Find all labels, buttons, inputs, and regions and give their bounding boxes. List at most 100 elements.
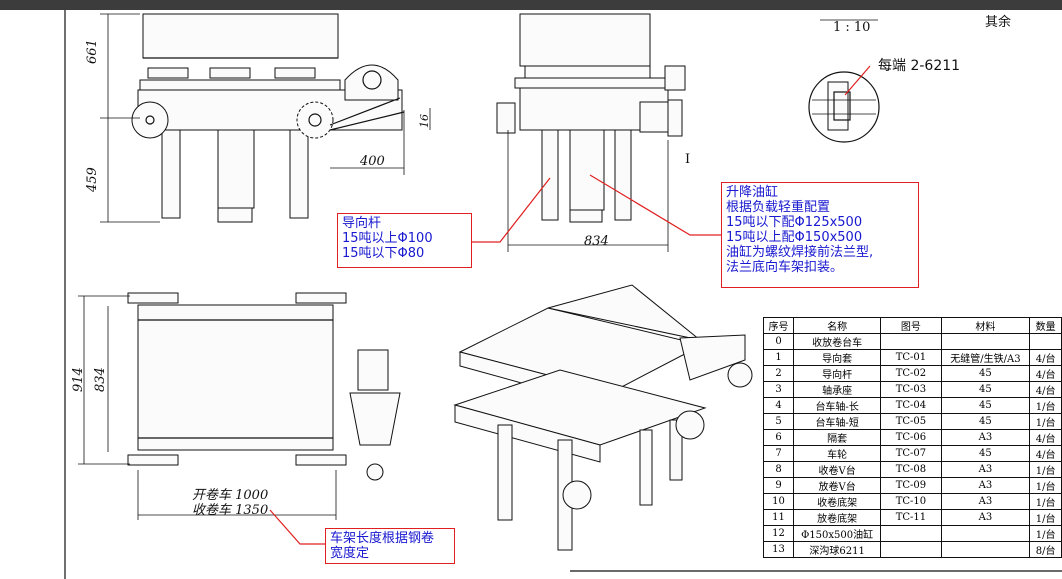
table-cell: A3	[940, 429, 1031, 446]
table-cell: 8/台	[1029, 541, 1062, 558]
table-cell: 0	[762, 333, 795, 350]
table-cell: TC-07	[880, 445, 942, 462]
table-cell: 4	[762, 397, 795, 414]
table-cell: 10	[762, 493, 795, 510]
front-view	[100, 13, 431, 223]
detail-mark: I	[685, 152, 691, 167]
table-cell: 收放卷台车	[793, 333, 882, 350]
table-cell: 轴承座	[793, 381, 882, 398]
table-cell: TC-03	[880, 381, 942, 398]
dim-834-side: 834	[584, 234, 609, 249]
table-cell: 隔套	[793, 429, 882, 446]
table-cell: 1/台	[1029, 397, 1062, 414]
table-cell: 4/台	[1029, 445, 1062, 462]
table-cell: 3	[762, 381, 795, 398]
table-cell	[880, 541, 942, 558]
table-cell: Φ150x500油缸	[793, 525, 882, 542]
dim-length-unwind: 开卷车 1000	[192, 488, 269, 503]
table-cell: 4/台	[1029, 381, 1062, 398]
table-cell: 5	[762, 413, 795, 430]
detail-bearing-label: 每端 2-6211	[878, 58, 961, 74]
table-cell: 45	[940, 397, 1031, 414]
table-cell: 放卷V台	[793, 477, 882, 494]
table-cell: 6	[762, 429, 795, 446]
table-cell: TC-02	[880, 365, 942, 382]
dim-400: 400	[359, 154, 385, 169]
isometric-view	[453, 284, 753, 551]
dim-914: 914	[71, 367, 86, 392]
table-cell: 12	[762, 525, 795, 542]
table-cell: 1/台	[1029, 413, 1062, 430]
window-top-bar	[0, 0, 1062, 10]
table-cell: 1/台	[1029, 461, 1062, 478]
table-cell	[880, 333, 942, 350]
table-cell: 1/台	[1029, 509, 1062, 526]
table-cell: A3	[940, 509, 1031, 526]
scale-text: 1 : 10	[833, 20, 871, 35]
frame-note: 车架长度根据钢卷 宽度定	[325, 528, 455, 564]
table-cell: 导向杆	[793, 365, 882, 382]
table-cell	[940, 333, 1031, 350]
dim-834-top: 834	[93, 367, 108, 392]
table-cell: TC-04	[880, 397, 942, 414]
table-cell: 2	[762, 365, 795, 382]
table-cell: 45	[940, 365, 1031, 382]
table-cell	[1029, 333, 1062, 350]
table-cell: TC-11	[880, 509, 942, 526]
table-cell: TC-05	[880, 413, 942, 430]
table-cell: A3	[940, 493, 1031, 510]
dim-16: 16	[418, 114, 431, 128]
side-view	[496, 13, 686, 252]
top-view	[78, 292, 401, 520]
table-cell: 1/台	[1029, 493, 1062, 510]
table-cell: TC-06	[880, 429, 942, 446]
engineering-drawing: 661 459 400 16 834	[64, 10, 1062, 579]
dim-459: 459	[85, 167, 100, 193]
dim-length-rewind: 收卷车 1350	[192, 503, 269, 518]
table-cell: 9	[762, 477, 795, 494]
table-cell: 7	[762, 445, 795, 462]
table-cell: 4/台	[1029, 429, 1062, 446]
table-cell	[940, 541, 1031, 558]
table-cell: 无缝管/生铁/A3	[940, 349, 1031, 366]
table-cell: 导向套	[793, 349, 882, 366]
table-cell: TC-09	[880, 477, 942, 494]
table-cell: 放卷底架	[793, 509, 882, 526]
remark-text: 其余	[985, 15, 1012, 30]
table-cell: 1	[762, 349, 795, 366]
table-cell: 台车轴-长	[793, 397, 882, 414]
table-cell: 45	[940, 381, 1031, 398]
table-cell: 1/台	[1029, 477, 1062, 494]
guide-rod-note: 导向杆 15吨以上Φ100 15吨以下Φ80	[337, 213, 472, 268]
table-cell: 8	[762, 461, 795, 478]
callout-leaders	[269, 174, 722, 545]
table-cell: 收卷底架	[793, 493, 882, 510]
table-cell: 45	[940, 445, 1031, 462]
table-cell	[940, 525, 1031, 542]
table-cell: 4/台	[1029, 365, 1062, 382]
dim-661: 661	[85, 39, 100, 64]
cylinder-note: 升降油缸 根据负载轻重配置 15吨以下配Φ125x500 15吨以上配Φ150x…	[721, 182, 919, 288]
table-cell: A3	[940, 461, 1031, 478]
table-cell: 1/台	[1029, 525, 1062, 542]
table-cell: 车轮	[793, 445, 882, 462]
table-cell: 收卷V台	[793, 461, 882, 478]
table-cell: 4/台	[1029, 349, 1062, 366]
table-cell: 深沟球6211	[793, 541, 882, 558]
table-cell: 台车轴-短	[793, 413, 882, 430]
table-cell: TC-01	[880, 349, 942, 366]
table-cell: 45	[940, 413, 1031, 430]
